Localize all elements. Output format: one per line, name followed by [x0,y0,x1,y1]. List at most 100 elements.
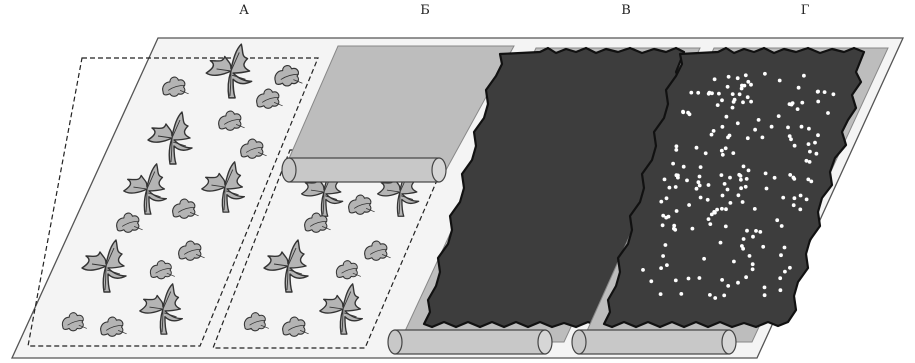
white-dot [673,278,678,283]
white-dot [722,293,727,298]
white-dot [737,92,742,97]
white-dot [708,222,713,227]
white-dot [697,174,702,179]
white-dot [724,207,728,212]
white-dot [752,207,757,211]
white-dot [799,124,804,129]
white-dot [673,227,678,232]
white-dot [720,278,724,282]
white-dot [788,265,792,270]
white-dot [711,129,716,133]
white-dot [720,193,725,198]
white-dot [822,90,827,94]
white-dot [720,124,725,129]
white-dot [664,196,669,201]
white-dot [672,223,677,228]
panel-a-region [27,57,319,347]
white-dot [763,171,768,176]
white-dot [649,279,654,284]
white-dot [806,142,811,147]
white-dot [674,144,679,149]
white-dot [717,91,721,96]
white-dot [722,182,727,186]
white-dot [800,100,805,105]
white-dot [764,186,769,191]
white-dot [788,173,793,177]
white-dot [745,95,750,100]
white-dot [665,263,669,267]
white-dot [694,186,699,191]
white-dot [696,180,701,185]
white-dot [726,284,731,288]
white-dot [753,127,757,132]
white-dot [813,140,817,145]
white-dot [735,76,740,81]
white-dot [681,164,686,169]
white-dot [783,269,787,274]
white-dot [667,185,672,190]
white-dot [698,195,703,200]
white-dot [673,185,678,189]
white-dot [730,105,735,110]
white-dot [762,293,767,298]
white-dot [666,214,671,219]
white-dot [705,197,710,202]
white-dot [792,196,797,201]
white-dot [807,160,812,164]
white-dot [736,280,740,285]
white-dot [686,276,691,281]
white-dot [671,161,675,166]
white-dot [746,79,751,84]
white-dot [713,296,718,300]
white-dot [723,224,728,229]
white-dot [728,175,732,180]
white-dot [741,100,745,105]
panel-label-b: Б [420,3,430,18]
white-dot [807,126,811,131]
white-dot [712,77,717,82]
white-dot [816,133,820,138]
white-dot [754,229,758,233]
panel-d-dots [641,71,836,300]
white-dot [679,292,684,296]
white-dot [730,92,735,96]
panel-d-dark-layer [602,46,866,329]
white-dot [749,99,753,104]
white-dot [762,285,767,290]
white-dot [725,187,730,192]
white-dot [743,73,748,78]
white-dot [792,143,797,148]
white-dot [763,71,767,76]
white-dot [731,151,736,156]
white-dot [750,267,755,272]
white-dot [740,200,745,204]
white-dot [674,148,679,152]
white-dot [720,98,724,103]
white-dot [723,146,728,151]
white-dot [782,245,787,250]
white-dot [772,175,777,180]
white-dot [804,158,809,163]
white-dot [779,253,783,258]
white-dot [720,206,724,211]
panel-label-c: В [621,3,631,18]
white-dot [659,199,664,204]
white-dot [806,177,811,182]
white-dot [709,132,714,137]
white-dot [791,203,796,208]
white-dot [777,78,782,83]
white-dot [726,74,731,79]
white-dot [726,135,730,140]
white-dot [741,237,746,241]
white-dot [737,172,742,177]
white-dot [641,268,645,272]
white-dot [660,223,665,228]
white-dot [831,92,836,97]
white-dot [775,218,780,223]
white-dot [676,173,680,178]
white-dot [659,266,663,270]
white-dot [798,207,803,212]
white-dot [694,145,699,150]
white-dot [697,276,702,280]
